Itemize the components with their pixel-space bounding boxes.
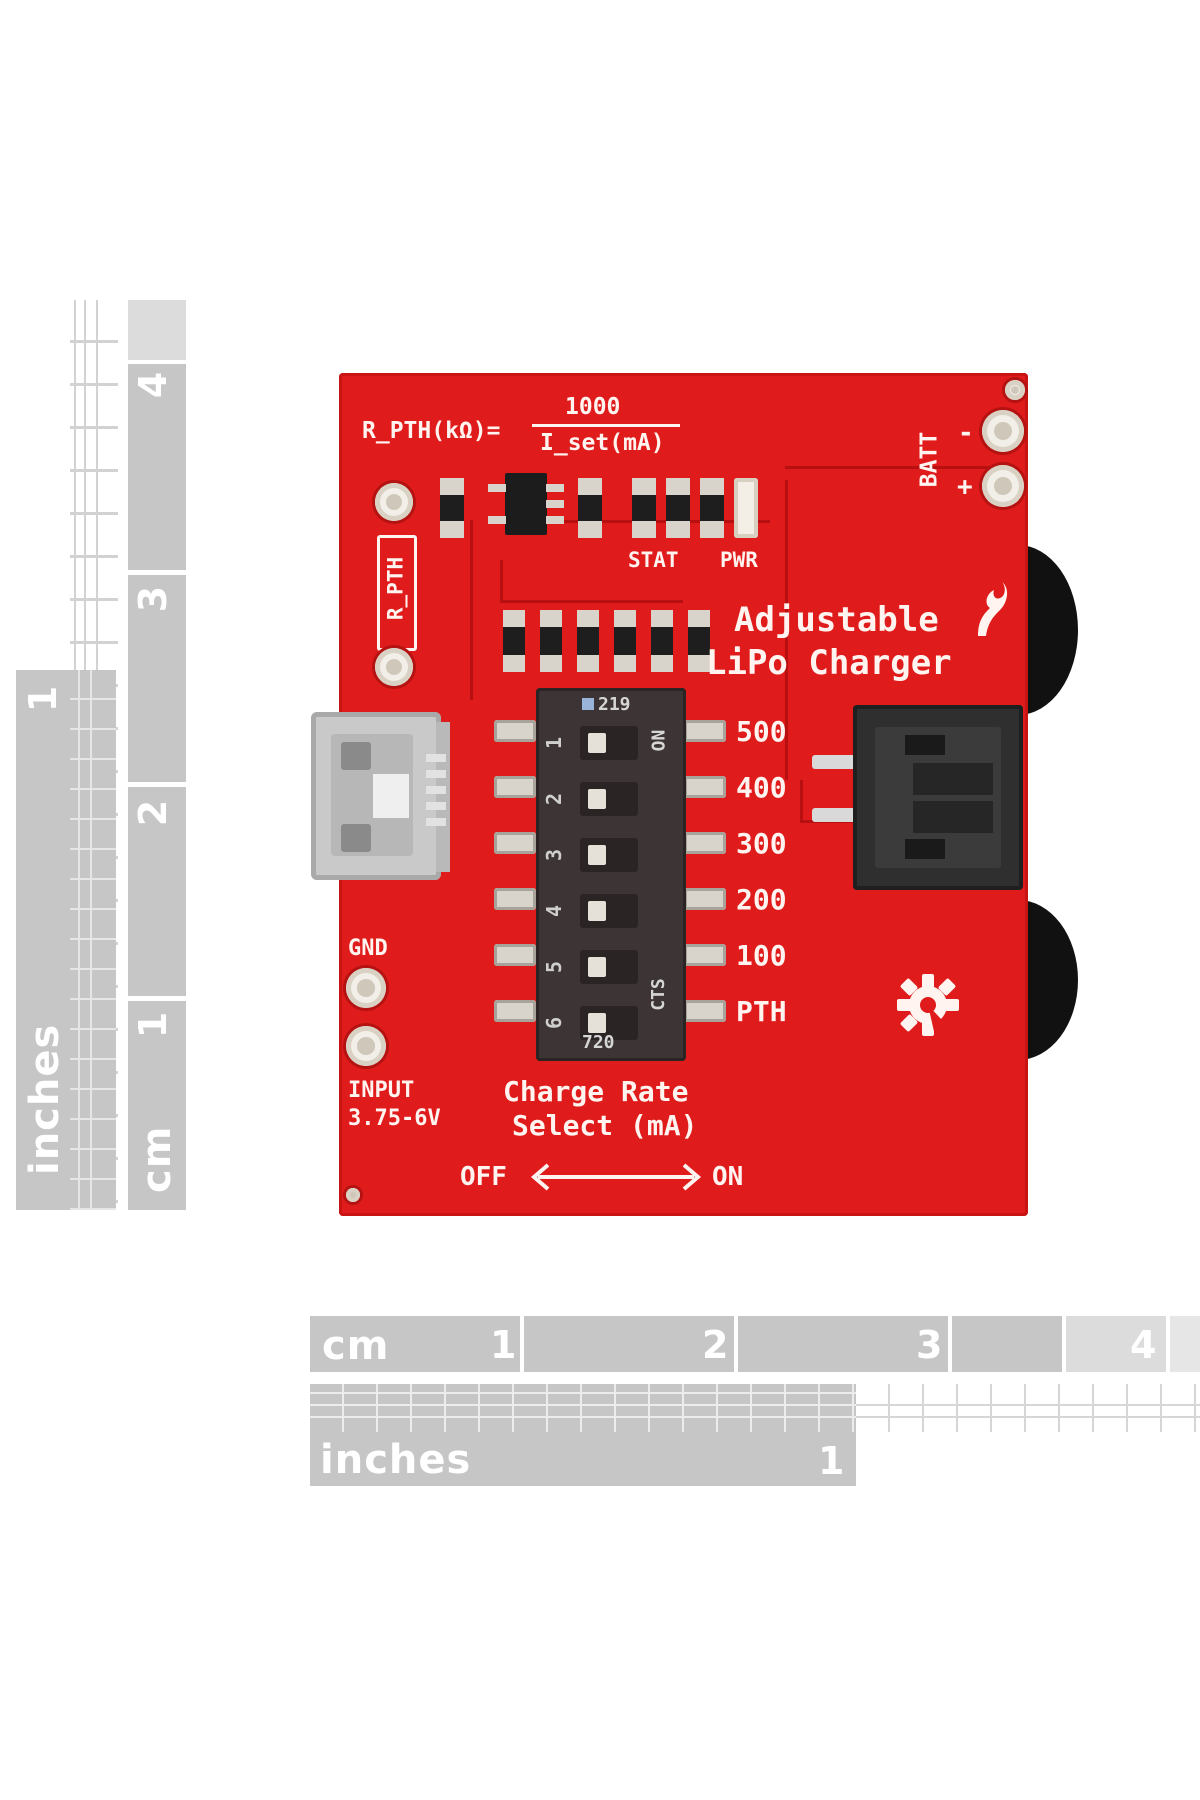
rate-label-500: 500	[736, 715, 787, 748]
dip-toggle-3[interactable]	[580, 838, 638, 872]
dip-lead-left	[494, 776, 536, 798]
formula-denominator: I_set(mA)	[540, 430, 665, 456]
dip-position-number: 2	[542, 792, 567, 806]
rate-label-pth: PTH	[736, 995, 787, 1028]
dip-lead-left	[494, 832, 536, 854]
stat-led	[734, 478, 758, 538]
dip-on-text: ON	[648, 729, 670, 752]
rate-label-300: 300	[736, 827, 787, 860]
rate-label-100: 100	[736, 939, 787, 972]
left-cm-bar	[128, 364, 186, 1210]
bottom-inches-label: inches	[320, 1437, 472, 1483]
batt-minus: -	[958, 418, 974, 448]
left-cm-label: cm	[134, 1125, 180, 1193]
gear-logo-icon	[895, 972, 961, 1038]
dip-lead-left	[494, 720, 536, 742]
gnd-pad	[346, 968, 386, 1008]
dip-top-code: 219	[598, 694, 631, 715]
input-label: INPUT	[348, 1078, 415, 1103]
left-inch-number: 1	[21, 685, 66, 713]
dip-bottom-code: 720	[582, 1032, 615, 1053]
smd-resistor	[700, 478, 724, 538]
rate-label-200: 200	[736, 883, 787, 916]
off-on-arrow-icon	[528, 1160, 704, 1194]
r-pth-pad	[375, 648, 413, 686]
formula-left: R_PTH(kΩ)=	[362, 418, 501, 444]
title-line-2: LiPo Charger	[706, 643, 952, 683]
charge-rate-label-line-1: Charge Rate	[503, 1075, 689, 1108]
dip-lead-left	[494, 888, 536, 910]
dip-brand-text: CTS	[647, 978, 669, 1011]
dip-lead-right	[684, 776, 726, 798]
batt-minus-pad	[982, 410, 1024, 452]
dip-position-number: 5	[542, 960, 567, 974]
bottom-cm-number-2: 2	[702, 1323, 729, 1367]
pwr-label: PWR	[720, 548, 758, 572]
left-cm-number-2: 2	[131, 799, 176, 827]
input-pad	[346, 1026, 386, 1066]
rate-resistor	[540, 610, 562, 672]
stat-label: STAT	[628, 548, 679, 572]
dip-position-number: 4	[542, 904, 567, 918]
bottom-cm-number-3: 3	[916, 1323, 943, 1367]
dip-position-number: 3	[542, 848, 567, 862]
dip-lead-right	[684, 720, 726, 742]
dip-toggle-5[interactable]	[580, 950, 638, 984]
r-pth-label: R_PTH	[383, 556, 408, 621]
rate-resistor	[688, 610, 710, 672]
dip-lead-right	[684, 944, 726, 966]
mounting-hole	[346, 1188, 360, 1202]
batt-plus: +	[957, 472, 973, 502]
gnd-label: GND	[348, 936, 388, 961]
bottom-cm-label: cm	[322, 1323, 390, 1369]
left-cm-number-3: 3	[131, 585, 176, 613]
mounting-hole	[1005, 380, 1025, 400]
formula-numerator: 1000	[565, 394, 621, 420]
rate-resistor	[503, 610, 525, 672]
jst-battery-connector	[853, 705, 1023, 890]
batt-plus-pad	[982, 465, 1024, 507]
r-pth-pad	[375, 483, 413, 521]
formula-fraction-bar	[532, 424, 680, 427]
flame-logo-icon	[974, 580, 1008, 638]
input-voltage-label: 3.75-6V	[348, 1106, 441, 1131]
rate-resistor	[614, 610, 636, 672]
micro-usb-connector	[311, 712, 441, 880]
dip-lead-right	[684, 1000, 726, 1022]
dip-lead-right	[684, 832, 726, 854]
rate-resistor	[651, 610, 673, 672]
smd-resistor	[440, 478, 464, 538]
dip-toggle-1[interactable]	[580, 726, 638, 760]
left-cm-number-4: 4	[131, 371, 176, 399]
off-label: OFF	[460, 1162, 507, 1192]
batt-label: BATT	[916, 431, 943, 488]
bottom-cm-number-1: 1	[490, 1323, 517, 1367]
left-inches-label: inches	[22, 1023, 68, 1175]
dip-position-number: 6	[542, 1016, 567, 1030]
dip-switch[interactable]: 219 ON 1 2 3 4 5 6 CTS 720	[536, 688, 686, 1061]
rate-resistor	[577, 610, 599, 672]
title-line-1: Adjustable	[734, 600, 939, 640]
smd-resistor	[666, 478, 690, 538]
dip-toggle-6[interactable]	[580, 1006, 638, 1040]
charge-rate-label-line-2: Select (mA)	[512, 1109, 698, 1142]
bottom-cm-number-4: 4	[1130, 1323, 1157, 1367]
bottom-inch-number: 1	[818, 1439, 845, 1483]
smd-resistor	[632, 478, 656, 538]
dip-toggle-4[interactable]	[580, 894, 638, 928]
rate-label-400: 400	[736, 771, 787, 804]
dip-lead-left	[494, 944, 536, 966]
dip-toggle-2[interactable]	[580, 782, 638, 816]
bottom-cm-bar	[310, 1316, 520, 1372]
on-label: ON	[712, 1162, 744, 1192]
ic-chip	[505, 473, 547, 535]
dip-lead-left	[494, 1000, 536, 1022]
dip-lead-right	[684, 888, 726, 910]
left-cm-number-1: 1	[131, 1011, 176, 1039]
dip-position-number: 1	[542, 736, 567, 750]
smd-resistor	[578, 478, 602, 538]
